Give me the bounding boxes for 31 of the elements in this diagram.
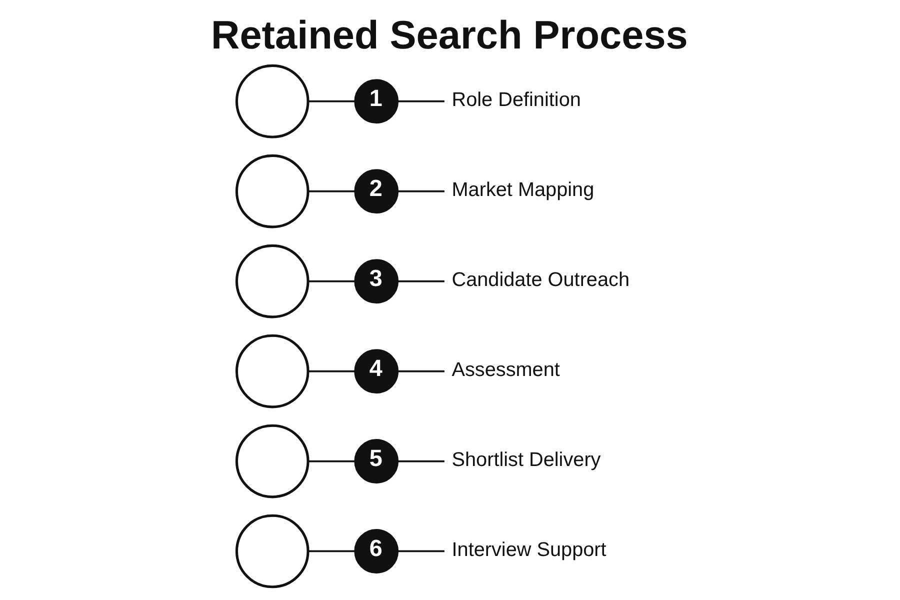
connector bbox=[398, 550, 444, 552]
node-text: Market Mapping bbox=[452, 179, 594, 202]
node-circle bbox=[235, 244, 310, 318]
connector bbox=[398, 100, 444, 102]
node-text: Role Definition bbox=[452, 89, 581, 112]
connector bbox=[308, 190, 355, 192]
connector bbox=[308, 100, 355, 102]
connector bbox=[308, 280, 355, 282]
connector bbox=[308, 460, 355, 462]
node-circle bbox=[235, 424, 310, 498]
node-circle: 3 bbox=[354, 259, 399, 304]
node-circle bbox=[235, 64, 310, 138]
node-circle bbox=[235, 154, 310, 228]
node-circle: 6 bbox=[354, 529, 399, 574]
node-text: Interview Support bbox=[452, 539, 606, 562]
node-circle bbox=[235, 514, 310, 588]
node-circle: 1 bbox=[354, 79, 399, 124]
diagram-title: Retained Search Process bbox=[211, 13, 688, 58]
node-text: Assessment bbox=[452, 359, 560, 382]
node-circle: 5 bbox=[354, 439, 399, 484]
connector bbox=[308, 550, 355, 552]
node-text: Candidate Outreach bbox=[452, 269, 630, 292]
connector bbox=[308, 370, 355, 372]
node-circle bbox=[235, 334, 310, 408]
node-circle: 4 bbox=[354, 349, 399, 394]
connector bbox=[398, 460, 444, 462]
connector bbox=[398, 190, 444, 192]
node-circle: 2 bbox=[354, 169, 399, 214]
connector bbox=[398, 370, 444, 372]
connector bbox=[398, 280, 444, 282]
node-text: Shortlist Delivery bbox=[452, 449, 601, 472]
